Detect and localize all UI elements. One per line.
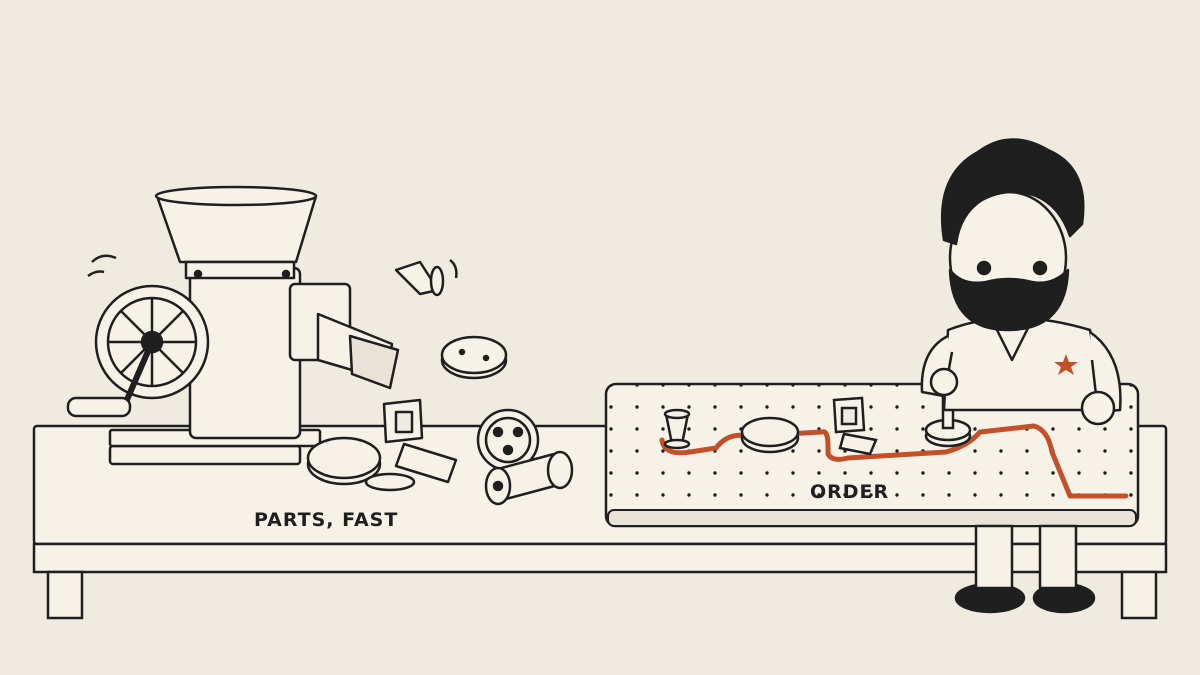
pegboard-icon <box>604 376 1140 528</box>
star-logo-icon <box>1054 354 1078 375</box>
scattered-parts-icon <box>306 259 574 506</box>
engineer-character-icon <box>920 138 1122 614</box>
meat-grinder-icon <box>66 185 400 466</box>
order-label: ORDER <box>810 481 890 503</box>
parts-fast-label: PARTS, FAST <box>254 509 399 531</box>
